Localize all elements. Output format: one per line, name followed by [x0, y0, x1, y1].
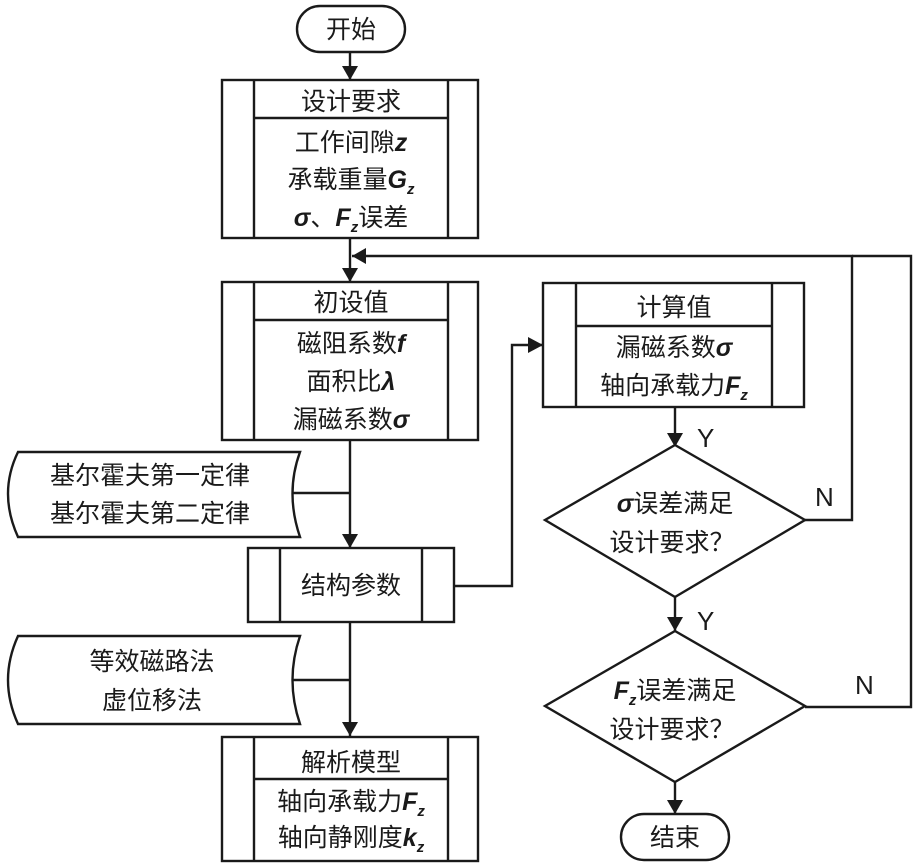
model-line-axial-stiffness: 轴向静刚度kz: [278, 823, 425, 856]
kirchhoff-line-1: 基尔霍夫第一定律: [50, 461, 250, 490]
method-line-2: 虚位移法: [102, 686, 202, 715]
start-label: 开始: [326, 15, 376, 44]
arrowhead-icon: [342, 534, 358, 548]
initial-line-leakage: 漏磁系数σ: [293, 405, 411, 434]
initial-values-title: 初设值: [313, 288, 388, 317]
decision-fz-line-2: 设计要求？: [609, 715, 734, 744]
decision-sigma-diamond: σ误差满足 设计要求？: [542, 443, 808, 599]
loop-sigma-no: [352, 254, 854, 522]
computed-yes-label: Y: [697, 423, 714, 453]
computed-line-axial-force: 轴向承载力Fz: [600, 371, 748, 404]
decision-fz-line-1: Fz误差满足: [614, 676, 737, 709]
decision-fz-diamond: Fz误差满足 设计要求？: [542, 629, 808, 784]
method-input-shape: 等效磁路法 虚位移法: [6, 634, 302, 726]
start-terminal: 开始: [295, 4, 407, 54]
design-requirements-box: 设计要求 工作间隙z 承载重量Gz σ、Fz误差: [220, 78, 480, 240]
arrowhead-icon: [667, 800, 683, 814]
arrowhead-icon: [342, 66, 358, 80]
decision-sigma-line-1: σ误差满足: [617, 489, 734, 518]
arrowhead-icon: [667, 433, 683, 447]
arrowhead-icon: [352, 248, 366, 264]
analytical-model-title: 解析模型: [301, 748, 401, 777]
computed-values-box: 计算值 漏磁系数σ 轴向承载力Fz: [541, 281, 806, 409]
initial-line-reluctance: 磁阻系数f: [297, 329, 408, 358]
kirchhoff-line-2: 基尔霍夫第二定律: [50, 499, 250, 528]
arrowhead-icon: [528, 337, 543, 353]
method-line-1: 等效磁路法: [89, 647, 214, 676]
kirchhoff-input-shape: 基尔霍夫第一定律 基尔霍夫第二定律: [6, 450, 302, 539]
end-label: 结束: [650, 823, 700, 852]
computed-line-leakage: 漏磁系数σ: [616, 333, 734, 362]
arrow-structure-to-computed: [455, 343, 542, 588]
decision-sigma-line-2: 设计要求？: [609, 528, 734, 557]
decision-fz-no-label: N: [855, 670, 874, 700]
decision-sigma-yes-label: Y: [697, 606, 714, 636]
structure-params-box: 结构参数: [246, 546, 456, 624]
design-requirements-title: 设计要求: [301, 87, 401, 116]
design-req-line-weight: 承载重量Gz: [288, 165, 415, 198]
end-terminal: 结束: [619, 812, 731, 862]
arrowhead-icon: [667, 617, 683, 631]
connectors: [290, 52, 913, 814]
analytical-model-box: 解析模型 轴向承载力Fz 轴向静刚度kz: [220, 735, 480, 863]
loop-fz-no: [805, 254, 913, 709]
arrowhead-icon: [342, 268, 358, 282]
model-line-axial-force: 轴向承载力Fz: [277, 787, 425, 820]
design-req-line-gap: 工作间隙z: [295, 128, 408, 157]
initial-line-area-ratio: 面积比λ: [307, 367, 396, 396]
decision-sigma-no-label: N: [815, 482, 834, 512]
initial-values-box: 初设值 磁阻系数f 面积比λ 漏磁系数σ: [220, 280, 480, 442]
arrowhead-icon: [342, 722, 358, 736]
structure-params-title: 结构参数: [301, 571, 401, 600]
design-req-line-errors: σ、Fz误差: [294, 203, 408, 236]
computed-values-title: 计算值: [636, 293, 711, 322]
